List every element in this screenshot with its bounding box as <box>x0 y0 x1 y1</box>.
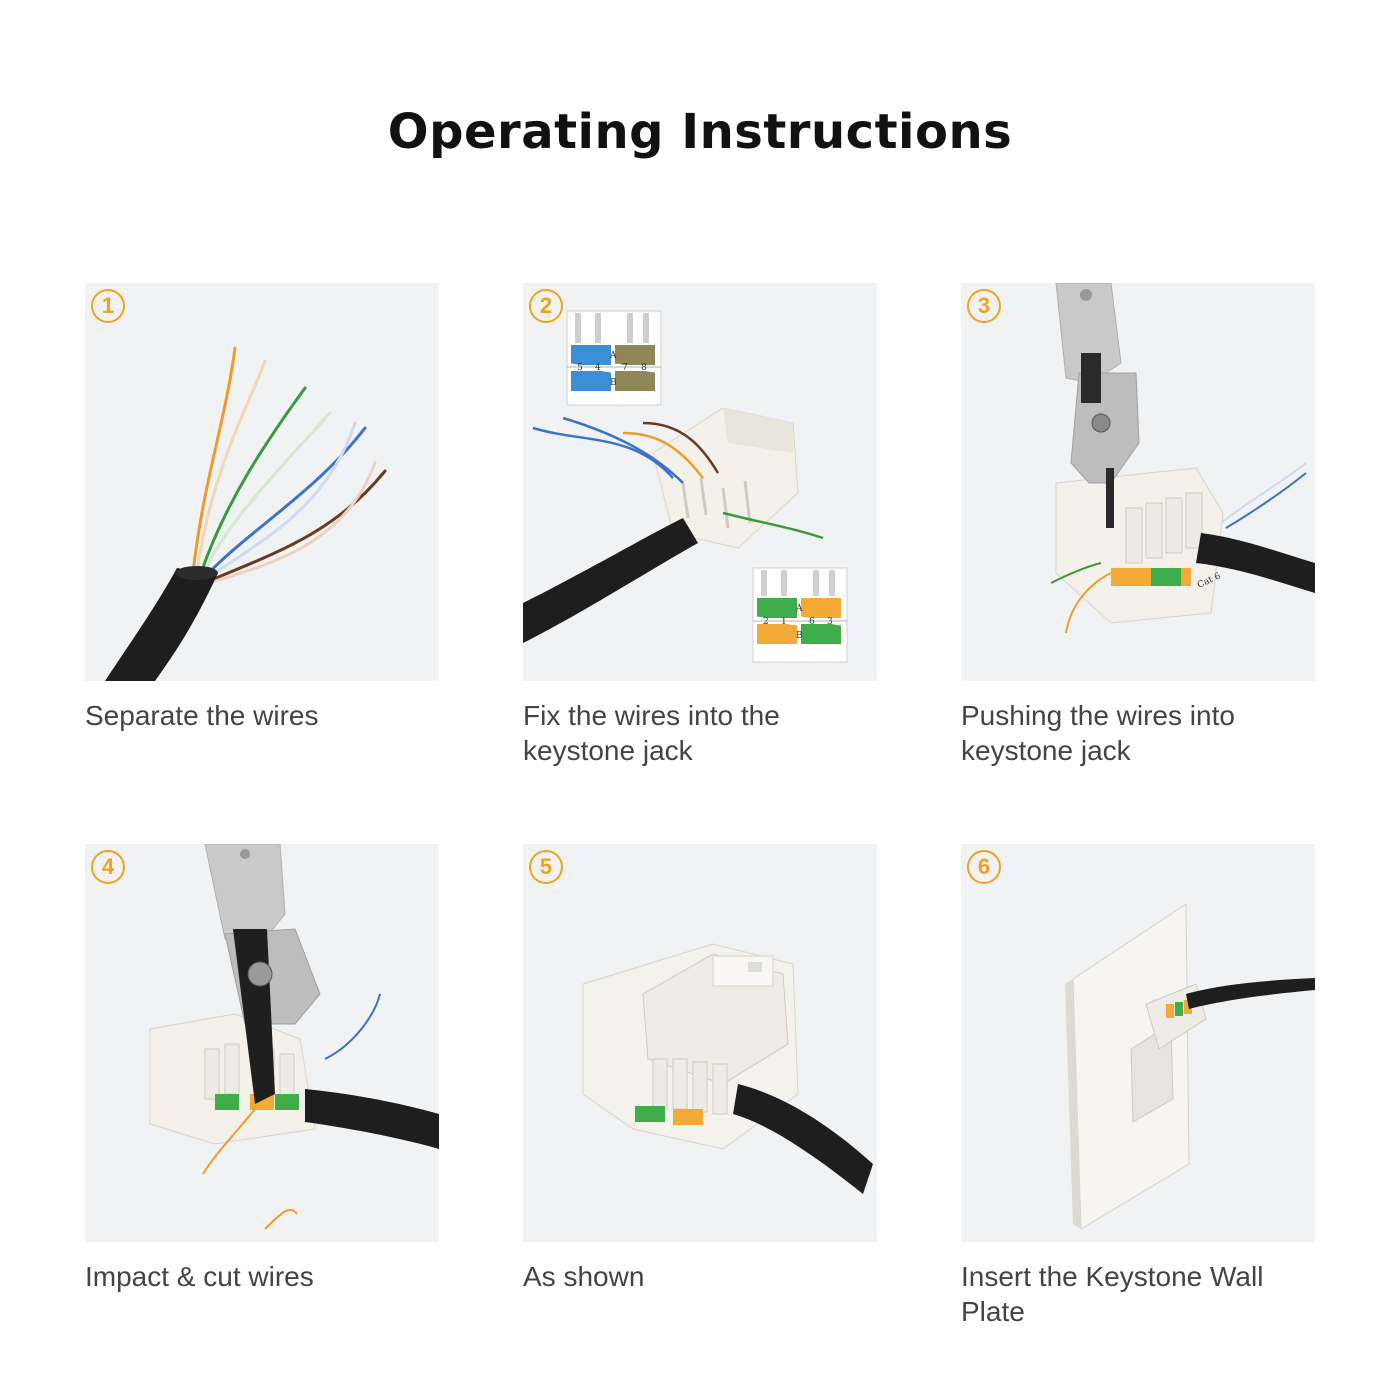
step-number-icon: 3 <box>967 289 1001 323</box>
pin-label: 1 <box>781 617 787 627</box>
pin-label: 2 <box>763 617 769 627</box>
pin-label: 7 <box>622 363 628 373</box>
step-6-caption: Insert the Keystone Wall Plate <box>961 1261 1264 1327</box>
step-3-photo: 3 Cat 6 <box>961 283 1315 681</box>
step-5-photo: 5 <box>523 844 877 1242</box>
step-number-icon: 2 <box>529 289 563 323</box>
step-2: 2 5 4 7 8 A B <box>523 283 877 768</box>
pin-label: 3 <box>827 617 833 627</box>
step-1-photo: 1 <box>85 283 439 681</box>
step-1-caption: Separate the wires <box>85 700 319 731</box>
keystone-jack-wiring-illustration: 5 4 7 8 A B <box>523 310 848 663</box>
row-label: B <box>796 631 803 641</box>
pin-label: 8 <box>641 363 647 373</box>
assembled-jack-illustration <box>582 943 873 1194</box>
step-3: 3 Cat 6 <box>961 283 1315 768</box>
step-number-icon: 1 <box>91 289 125 323</box>
step-5: 5 As shown <box>523 844 877 1294</box>
page-title: Operating Instructions <box>387 104 1013 160</box>
pin-label: 4 <box>595 363 601 373</box>
row-label: A <box>609 351 617 361</box>
step-1: 1 Separate the wires <box>85 283 439 733</box>
row-label: A <box>795 604 803 614</box>
step-4-caption: Impact & cut wires <box>85 1261 314 1292</box>
pin-label: 6 <box>809 617 815 627</box>
step-2-photo: 2 5 4 7 8 A B <box>523 283 877 681</box>
wall-plate-illustration <box>1065 903 1315 1230</box>
color-code-diagram-bottom: 2 1 6 3 A B <box>752 567 848 663</box>
step-6: 6 Insert the Keystone Wall Plate <box>961 844 1315 1329</box>
step-2-caption: Fix the wires into the keystone jack <box>523 700 780 766</box>
step-number-icon: 6 <box>967 850 1001 884</box>
step-number-icon: 5 <box>529 850 563 884</box>
step-6-photo: 6 <box>961 844 1315 1242</box>
impact-cut-illustration <box>149 844 439 1230</box>
color-code-diagram-top: 5 4 7 8 A B <box>566 310 662 406</box>
step-3-caption: Pushing the wires into keystone jack <box>961 700 1235 766</box>
separated-wires-illustration <box>105 346 387 681</box>
step-number-icon: 4 <box>91 850 125 884</box>
punch-down-tool-illustration: Cat 6 <box>1050 283 1315 634</box>
row-label: B <box>610 378 617 388</box>
step-5-caption: As shown <box>523 1261 645 1292</box>
pin-label: 5 <box>577 363 583 373</box>
step-4-photo: 4 <box>85 844 439 1242</box>
step-4: 4 Impact & cut wires <box>85 844 439 1294</box>
